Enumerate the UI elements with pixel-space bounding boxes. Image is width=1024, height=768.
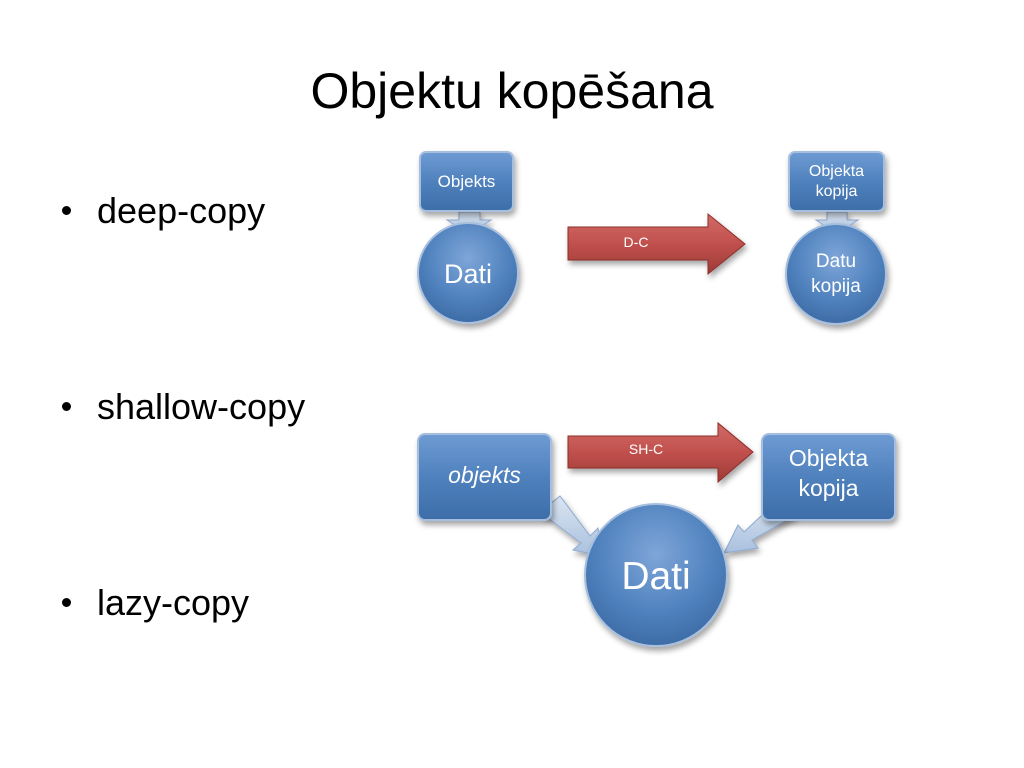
bullet-text: shallow-copy — [97, 386, 306, 427]
deep-source-data-label: Dati — [444, 259, 492, 289]
deep-copy-arrow-label: D-C — [624, 234, 649, 250]
bullet-shallow-copy: shallow-copy — [62, 386, 305, 428]
deep-copy-arrow: D-C — [567, 212, 746, 276]
shallow-target-object-label-line1: Objekta — [789, 445, 868, 471]
deep-source-data-circle: Dati — [417, 222, 519, 324]
deep-target-object-box: Objekta kopija — [788, 151, 885, 212]
deep-source-object-box: Objekts — [419, 151, 514, 212]
bullet-dot-icon — [62, 205, 71, 215]
shallow-shared-data-circle: Dati — [584, 503, 728, 647]
bullet-dot-icon — [62, 401, 71, 411]
deep-target-data-circle: Datu kopija — [785, 223, 887, 325]
bullet-lazy-copy: lazy-copy — [62, 582, 249, 624]
shallow-shared-data-label: Dati — [621, 555, 690, 598]
bullet-dot-icon — [62, 597, 71, 607]
shallow-source-object-box: objekts — [417, 433, 552, 521]
deep-target-data-label-line2: kopija — [811, 276, 861, 297]
slide-title: Objektu kopēšana — [310, 63, 714, 119]
shallow-target-object-label-line2: kopija — [798, 475, 858, 501]
deep-source-object-label: Objekts — [438, 172, 496, 191]
shallow-copy-diagram: objekts SH-C Objekta kopija Dati — [417, 421, 896, 647]
deep-copy-diagram: Objekts Dati D-C Objekta kopija — [417, 151, 887, 325]
bullet-text: lazy-copy — [97, 582, 250, 623]
bullet-text: deep-copy — [97, 190, 266, 231]
deep-target-object-label-line2: kopija — [816, 183, 858, 200]
shallow-source-object-label: objekts — [448, 462, 521, 488]
deep-target-object-label-line1: Objekta — [809, 163, 864, 180]
shallow-copy-arrow-label: SH-C — [629, 441, 663, 457]
deep-target-data-label-line1: Datu — [816, 251, 856, 272]
shallow-target-object-box: Objekta kopija — [761, 433, 896, 521]
bullet-deep-copy: deep-copy — [62, 190, 265, 232]
shallow-copy-arrow: SH-C — [567, 421, 754, 484]
